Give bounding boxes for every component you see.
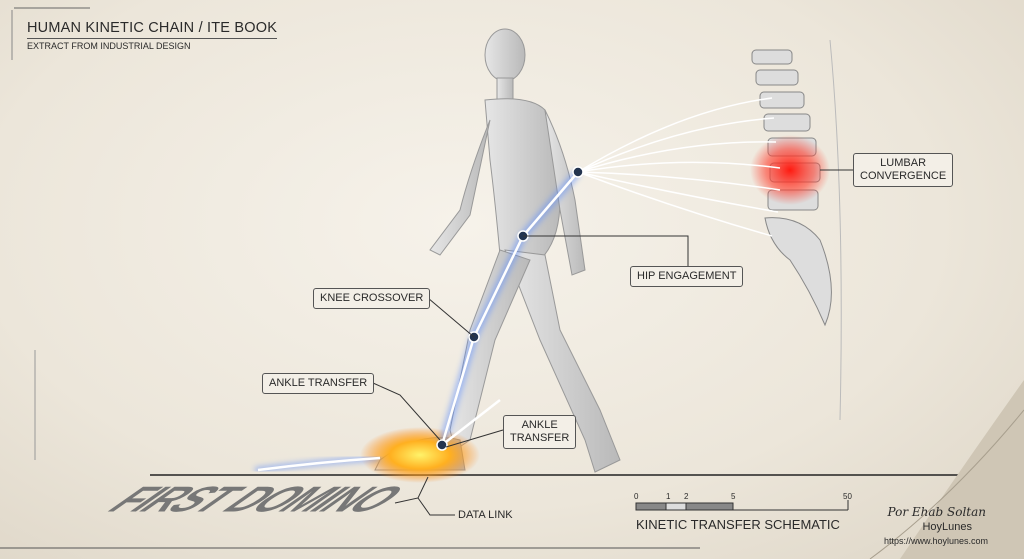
energy-path bbox=[254, 97, 781, 473]
callout-hip-engagement: HIP ENGAGEMENT bbox=[630, 266, 744, 287]
foot-hotspot bbox=[360, 427, 480, 483]
brand-url[interactable]: https://www.hoylunes.com bbox=[883, 536, 988, 546]
signature: Por Ehab Soltan bbox=[887, 505, 987, 519]
callout-label: CONVERGENCE bbox=[860, 170, 947, 182]
scale-bar bbox=[635, 500, 849, 511]
scale-title: KINETIC TRANSFER SCHEMATIC bbox=[636, 517, 840, 532]
page-title: HUMAN KINETIC CHAIN / ITE BOOK bbox=[27, 20, 278, 39]
callout-ankle-transfer-2: ANKLE TRANSFER bbox=[503, 415, 577, 449]
scale-tick: 0 bbox=[634, 492, 639, 501]
human-figure bbox=[374, 28, 621, 473]
page-subtitle: EXTRACT FROM INDUSTRIAL DESIGN bbox=[27, 41, 191, 51]
page-curl bbox=[900, 380, 1024, 559]
scale-tick: 5 bbox=[731, 492, 736, 501]
callout-lumbar-convergence: LUMBAR CONVERGENCE bbox=[853, 153, 954, 187]
callout-label: ANKLE bbox=[521, 419, 558, 431]
callout-label: TRANSFER bbox=[510, 432, 570, 444]
callout-label: LUMBAR bbox=[880, 157, 927, 169]
data-link-label: DATA LINK bbox=[458, 509, 513, 521]
fan-arrows bbox=[577, 97, 781, 237]
brand-name: HoyLunes bbox=[922, 521, 972, 533]
callout-ankle-transfer: ANKLE TRANSFER bbox=[262, 373, 375, 394]
lumbar-hotspot bbox=[750, 135, 830, 205]
scale-tick: 2 bbox=[684, 492, 689, 501]
scale-tick: 50 bbox=[843, 492, 852, 501]
scale-tick: 1 bbox=[666, 492, 671, 501]
callout-knee-crossover: KNEE CROSSOVER bbox=[313, 288, 431, 309]
